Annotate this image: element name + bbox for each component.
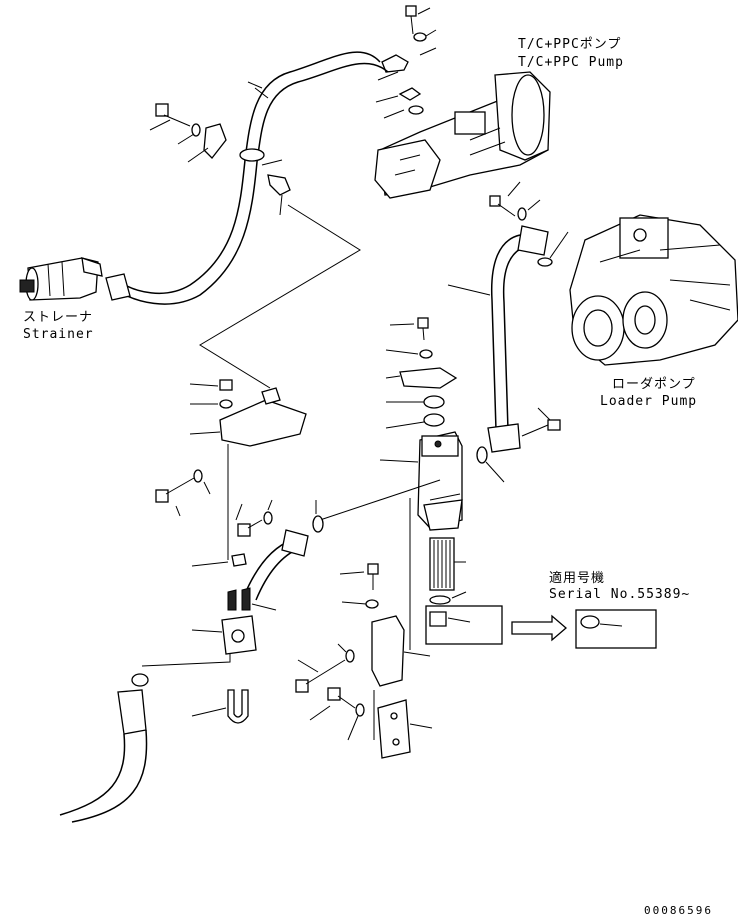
bolt-left-mid (155, 477, 195, 517)
filter-element (429, 537, 466, 591)
pipe-clamp-center (243, 529, 309, 601)
tc-ppc-pump-jp-label: T/C+PPCポンプ (518, 37, 621, 52)
loader-pump-en-label: Loader Pump (600, 394, 697, 409)
hose-clamp (239, 148, 291, 216)
bolt-clamp (235, 503, 263, 537)
loader-pipe (447, 225, 549, 453)
bolt-pipe-lower (521, 407, 561, 437)
bracket (371, 615, 431, 687)
left-bracket (189, 387, 307, 560)
tc-ppc-pump (374, 71, 551, 199)
serial-label: Serial No.55389~ (549, 587, 690, 602)
drawing-code: 00086596 (644, 904, 713, 917)
elbow-top (381, 47, 437, 73)
suction-hose (115, 51, 389, 305)
filter-body (417, 431, 463, 531)
bolt-pipe-upper (489, 181, 521, 217)
small-clip (191, 553, 247, 567)
tc-ppc-pump-en-label: T/C+PPC Pump (518, 55, 624, 70)
bolt-bracket-long (295, 659, 346, 693)
u-bolt-lower (191, 689, 249, 724)
strainer-jp-label: ストレーナ (23, 310, 93, 325)
washer-top (413, 29, 437, 42)
bolt-center-top (389, 317, 429, 341)
applicable-label: 適用号機 (549, 570, 605, 586)
lower-hose (59, 689, 148, 823)
strainer (19, 257, 131, 301)
loader-pump (569, 214, 738, 366)
bolt-left-upper (149, 103, 191, 131)
bolt-bracket-top (339, 563, 379, 590)
arrow (511, 614, 567, 642)
clip (385, 367, 458, 389)
bolt-top (405, 5, 431, 35)
clamp-block (191, 615, 257, 655)
plug-new (580, 615, 623, 629)
plate (377, 699, 433, 759)
strainer-en-label: Strainer (23, 327, 94, 342)
u-clamp-upper (227, 587, 277, 611)
loader-pump-jp-label: ローダポンプ (612, 377, 696, 392)
nut (189, 379, 233, 391)
plug (429, 611, 471, 627)
bolt-bracket-lower (309, 687, 356, 721)
